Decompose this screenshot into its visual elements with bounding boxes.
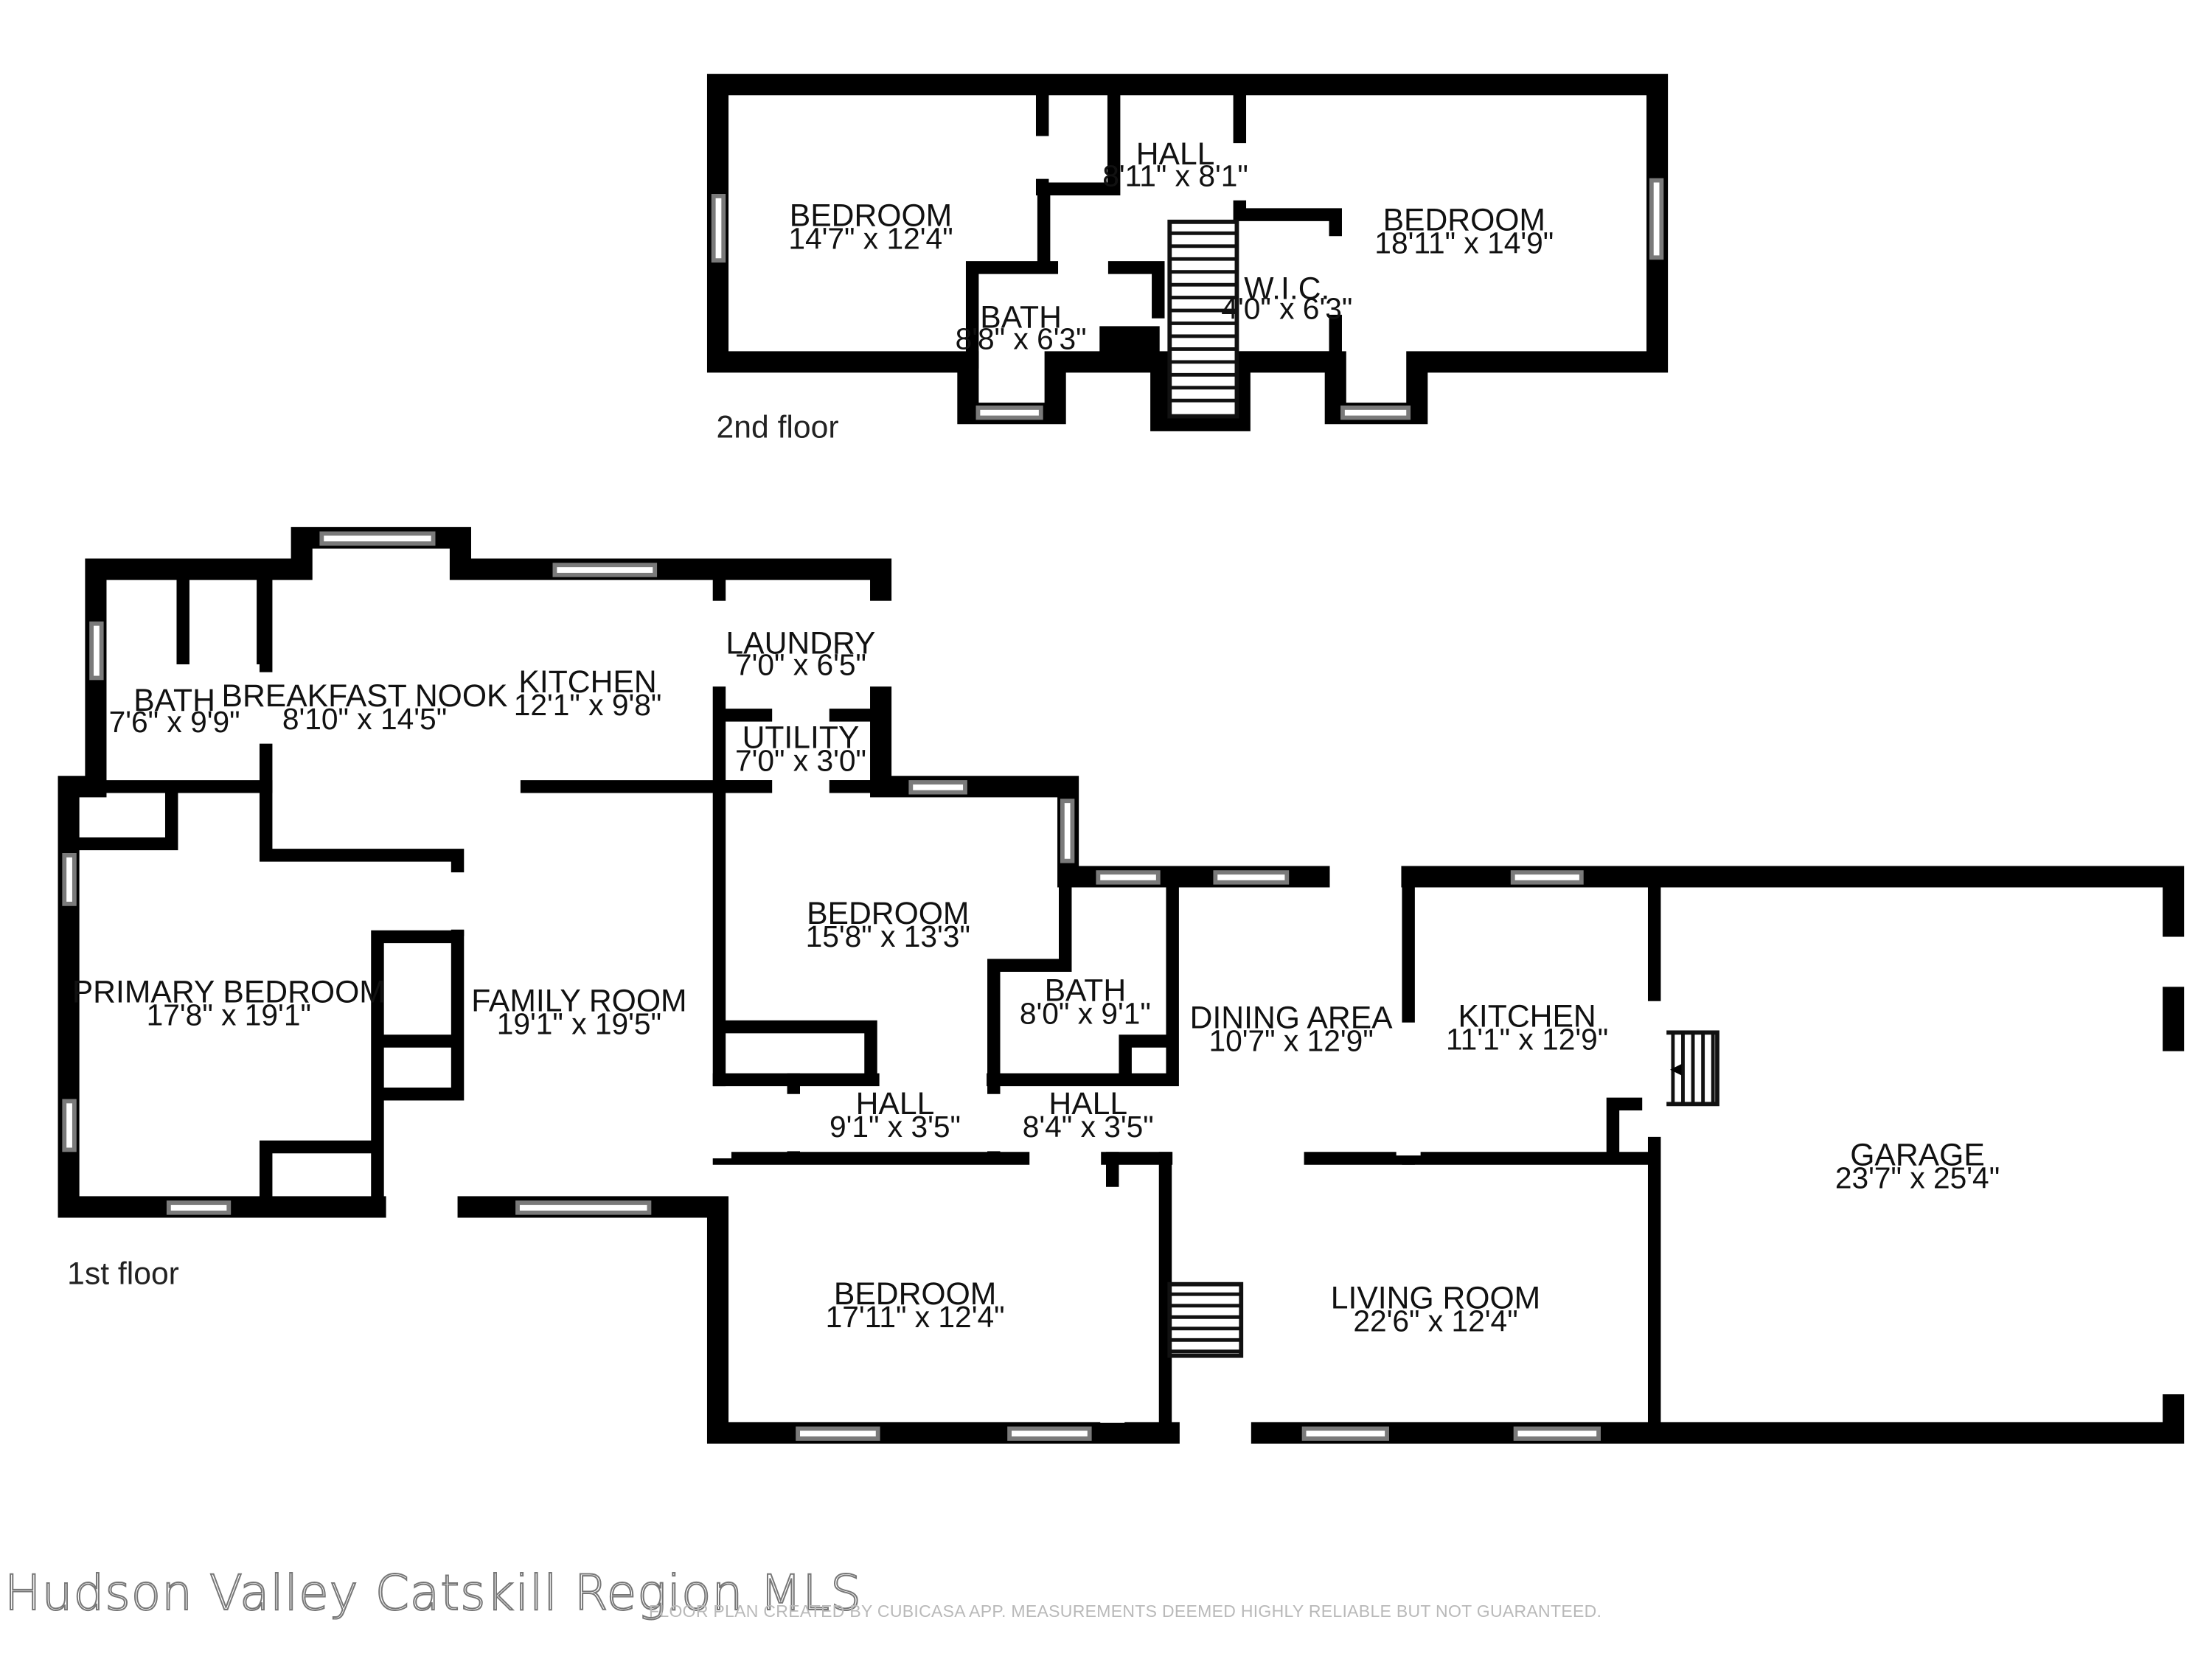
room-dimensions: 10'7" x 12'9" xyxy=(1208,1024,1373,1058)
room-name: BREAKFAST NOOK xyxy=(222,678,508,714)
room-dimensions: 12'1" x 9'8" xyxy=(514,688,662,722)
room-dimensions: 8'4" x 3'5" xyxy=(1023,1110,1154,1144)
room-dimensions: 17'8" x 19'1" xyxy=(147,998,311,1032)
first-floor-stairs xyxy=(1167,1281,1244,1358)
room-dimensions: 15'8" x 13'3" xyxy=(806,919,970,953)
room-dimensions: 11'1" x 12'9" xyxy=(1446,1023,1608,1057)
window xyxy=(319,531,436,546)
room-name: UTILITY xyxy=(742,720,860,755)
window xyxy=(1007,1426,1092,1441)
room-name: BEDROOM xyxy=(834,1276,996,1312)
window xyxy=(1096,870,1161,885)
room-name: HALL xyxy=(1136,136,1215,172)
window xyxy=(1213,870,1290,885)
window xyxy=(89,621,104,681)
window xyxy=(796,1426,880,1441)
window xyxy=(1060,799,1075,863)
room-dimensions: 22'6" x 12'4" xyxy=(1353,1304,1517,1338)
room-name: BATH xyxy=(980,299,1062,335)
family-closet-walls xyxy=(371,930,465,1214)
primary-closet-walls xyxy=(65,784,178,851)
window xyxy=(908,780,967,795)
window xyxy=(1513,1426,1601,1441)
first-floor-outer-wall-west xyxy=(58,526,2185,1444)
first-floor-plan: BATH 7'6" x 9'9" BREAKFAST NOOK 8'10" x … xyxy=(58,526,2186,1445)
room-dimensions: 8'0" x 9'1" xyxy=(1020,997,1151,1031)
room-name: HALL xyxy=(856,1086,935,1121)
room-name: BATH xyxy=(1045,973,1127,1009)
second-floor-plan: BEDROOM 14'7" x 12'4" HALL 8'11" x 8'1" … xyxy=(706,74,1669,445)
chimney-block xyxy=(1099,326,1160,364)
room-dimensions: 7'0" x 3'0" xyxy=(735,743,866,777)
room-name: FAMILY ROOM xyxy=(471,983,686,1018)
room-name: BATH xyxy=(133,683,215,718)
window xyxy=(975,406,1043,420)
room-name: GARAGE xyxy=(1850,1138,1985,1173)
window xyxy=(1340,406,1411,420)
room-dimensions: 19'1" x 19'5" xyxy=(497,1006,661,1040)
room-name: LIVING ROOM xyxy=(1331,1281,1540,1316)
room-name: LAUNDRY xyxy=(726,625,875,661)
room-dimensions: 7'6" x 9'9" xyxy=(109,705,240,739)
room-dimensions: 14'7" x 12'4" xyxy=(788,222,953,256)
window xyxy=(1301,1426,1389,1441)
room-name: DINING AREA xyxy=(1190,1001,1394,1036)
nook-walls xyxy=(259,567,465,936)
window xyxy=(62,852,77,906)
room-name: BEDROOM xyxy=(1383,202,1545,237)
room-dimensions: 9'1" x 3'5" xyxy=(830,1110,961,1144)
room-name: KITCHEN xyxy=(518,664,656,700)
window xyxy=(552,563,658,577)
disclaimer-text: FLOOR PLAN CREATED BY CUBICASA APP. MEAS… xyxy=(649,1601,1602,1621)
room-name: BEDROOM xyxy=(807,896,969,931)
window xyxy=(1649,178,1664,260)
room-dimensions: 8'8" x 6'3" xyxy=(956,321,1087,355)
window xyxy=(515,1200,652,1215)
window xyxy=(62,1099,77,1152)
room-dimensions: 7'0" x 6'5" xyxy=(735,648,866,682)
room-dimensions: 8'11" x 8'1" xyxy=(1102,159,1248,192)
mls-watermark: Hudson Valley Catskill Region MLS xyxy=(4,1564,862,1622)
window xyxy=(1510,870,1584,885)
window xyxy=(711,194,726,263)
room-dimensions: 17'11" x 12'4" xyxy=(826,1300,1005,1334)
floor-label: 2nd floor xyxy=(717,410,839,445)
arrow-left-icon xyxy=(1670,1064,1682,1076)
window xyxy=(166,1200,232,1215)
floor-label: 1st floor xyxy=(67,1256,179,1292)
bath-mid-walls xyxy=(987,874,1179,1087)
room-dimensions: 18'11" x 14'9" xyxy=(1374,226,1554,260)
room-name: PRIMARY BEDROOM xyxy=(72,975,386,1010)
room-dimensions: 23'7" x 25'4" xyxy=(1835,1161,2000,1195)
room-name: BEDROOM xyxy=(790,198,952,234)
room-dimensions: 8'10" x 14'5" xyxy=(282,702,447,736)
room-name: KITCHEN xyxy=(1458,999,1596,1034)
second-floor-outer-wall xyxy=(706,74,1669,431)
room-name: W.I.C. xyxy=(1244,271,1329,307)
room-dimensions: 4'0" x 6'3" xyxy=(1221,292,1352,326)
primary-bottom-closet xyxy=(259,1140,381,1214)
room-name: HALL xyxy=(1048,1086,1127,1121)
second-floor-stairs xyxy=(1167,219,1239,419)
